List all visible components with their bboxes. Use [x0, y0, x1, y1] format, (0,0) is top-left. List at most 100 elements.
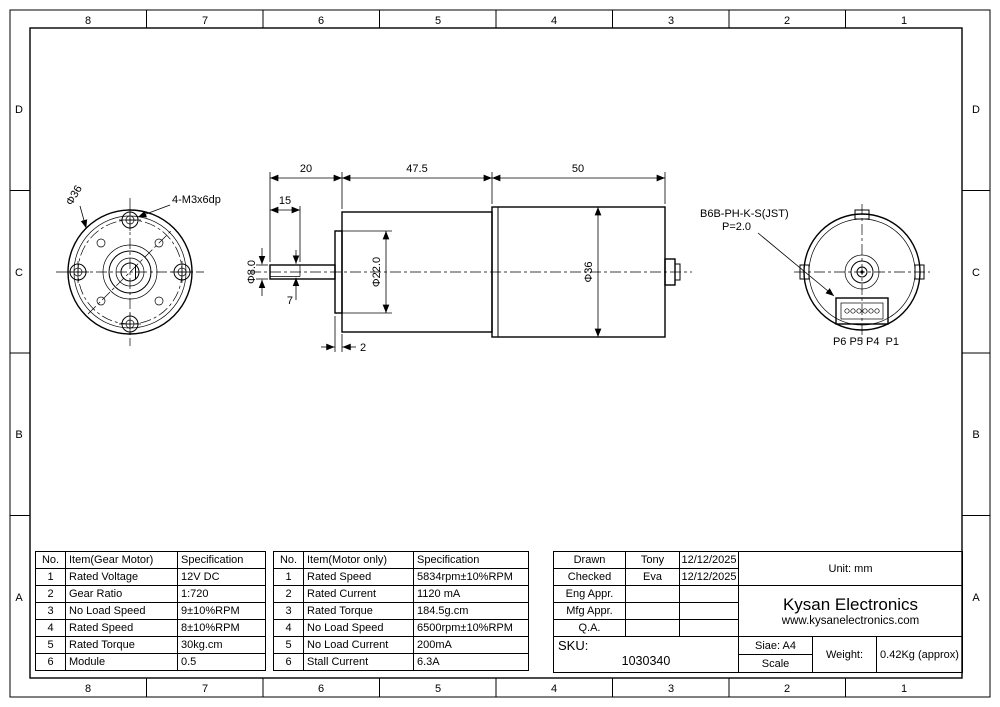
sheet-border: 8 7 6 5 4 3 2 1 8 7 6 5 4 3 2 1 D C B A …: [9, 9, 991, 698]
grid-row-label: B: [972, 429, 979, 441]
rear-terminal: [664, 258, 681, 286]
cell-no: 6: [35, 653, 66, 671]
cell-no: 4: [35, 619, 66, 637]
zone-column-labels-bottom: 8 7 6 5 4 3 2 1: [85, 683, 907, 695]
column-header: Item(Gear Motor): [65, 551, 178, 569]
approval-date: [679, 619, 739, 637]
column-header: No.: [35, 551, 66, 569]
dimension-flat-length: 15: [270, 195, 300, 214]
table-row: 6 Module 0.5: [35, 653, 266, 671]
sku-row: SKU: 1030340 Siae: A4 Weight: 0.42Kg (ap…: [553, 636, 963, 673]
table-row: 5 Rated Torque 30kg.cm: [35, 636, 266, 654]
grid-row-label: B: [15, 429, 22, 441]
jst-connector: [835, 297, 889, 325]
approval-date: 12/12/2025: [679, 568, 739, 586]
zone-ticks: [10, 10, 990, 697]
connector-callout: B6B-PH-K-S(JST) P=2.0: [700, 208, 835, 297]
sku-cell: SKU: 1030340: [553, 636, 739, 673]
grid-column-label: 2: [784, 15, 790, 27]
grid-column-label: 5: [435, 683, 441, 695]
dimension-label: Φ36: [64, 183, 85, 207]
mounting-hole: [119, 209, 141, 231]
callout-label: P=2.0: [722, 221, 751, 233]
cell-spec: 184.5g.cm: [413, 602, 529, 620]
cell-no: 3: [273, 602, 304, 620]
column-header: Specification: [177, 551, 266, 569]
approval-name: [625, 602, 680, 620]
grid-column-label: 6: [318, 683, 324, 695]
title-block: Drawn Tony 12/12/2025 Unit: mm Checked E…: [553, 551, 963, 673]
approval-row: Checked Eva 12/12/2025: [553, 568, 963, 586]
grid-column-label: 4: [551, 683, 557, 695]
table-row: 2 Gear Ratio 1:720: [35, 585, 266, 603]
cell-spec: 0.5: [177, 653, 266, 671]
connector-pin: [856, 308, 862, 314]
grid-row-label: C: [15, 267, 23, 279]
table-row: 5 No Load Current 200mA: [273, 636, 529, 654]
grid-column-label: 6: [318, 15, 324, 27]
cell-no: 5: [273, 636, 304, 654]
table-row: 1 Rated Voltage 12V DC: [35, 568, 266, 586]
company-name: Kysan Electronics: [782, 595, 919, 614]
grid-column-label: 8: [85, 15, 91, 27]
dimension-label: 20: [300, 163, 312, 175]
callout-label: 4-M3x6dp: [172, 194, 221, 206]
dimension-label: Φ8.0: [246, 260, 258, 284]
size-cell: Siae: A4: [738, 636, 813, 655]
table-row: 3 Rated Torque 184.5g.cm: [273, 602, 529, 620]
weight-label-cell: Weight:: [812, 636, 877, 673]
approval-name: [625, 619, 680, 637]
dimension-label: 15: [279, 195, 291, 207]
cell-item: Rated Current: [303, 585, 414, 603]
grid-column-label: 2: [784, 683, 790, 695]
callout-label: B6B-PH-K-S(JST): [700, 208, 789, 220]
dimension-label: 50: [572, 163, 584, 175]
dimension-shaft-length: 20: [270, 163, 342, 182]
front-view: Φ36 4-M3x6dp: [56, 183, 221, 346]
rear-shaft-circle: [856, 266, 868, 278]
column-header: No.: [273, 551, 304, 569]
cell-item: Gear Ratio: [65, 585, 178, 603]
gear-motor-spec-table: No. Item(Gear Motor) Specification 1 Rat…: [35, 551, 266, 671]
grid-column-label: 4: [551, 15, 557, 27]
mounting-hole: [171, 261, 193, 283]
connector-pin: [850, 308, 856, 314]
approval-date: [679, 585, 739, 603]
cell-item: Rated Voltage: [65, 568, 178, 586]
cell-spec: 30kg.cm: [177, 636, 266, 654]
grid-row-label: D: [972, 104, 980, 116]
company-website: www.kysanelectronics.com: [781, 615, 920, 627]
dimension-label: Φ22.0: [371, 257, 383, 287]
cell-no: 2: [35, 585, 66, 603]
cell-no: 6: [273, 653, 304, 671]
grid-row-label: D: [15, 104, 23, 116]
mounting-hole: [119, 313, 141, 335]
dimension-shaft-diameter: Φ8.0: [246, 248, 266, 296]
cell-item: Stall Current: [303, 653, 414, 671]
cell-no: 1: [273, 568, 304, 586]
dimension-label: 7: [287, 295, 293, 307]
scale-row: Scale: [554, 654, 963, 673]
side-view: 20 47.5 50 15 Φ8.0 Φ22.0 Φ36: [246, 163, 692, 354]
grid-column-label: 3: [668, 683, 674, 695]
approval-date: 12/12/2025: [679, 551, 739, 569]
mounting-holes-callout: 4-M3x6dp: [137, 194, 221, 218]
center-point: [860, 270, 864, 274]
dimension-boss-diameter: Φ22.0: [371, 231, 390, 313]
approval-label: Checked: [553, 568, 626, 586]
approval-date: [679, 602, 739, 620]
grid-column-label: 7: [202, 683, 208, 695]
table-header-row: No. Item(Motor only) Specification: [273, 551, 529, 569]
dimension-body-diameter: Φ36: [583, 207, 602, 337]
approval-name: Eva: [625, 568, 680, 586]
cell-no: 2: [273, 585, 304, 603]
approval-row: Mfg Appr.: [553, 602, 963, 620]
scale-cell: Scale: [738, 654, 813, 673]
cell-no: 1: [35, 568, 66, 586]
cell-spec: 1120 mA: [413, 585, 529, 603]
extension-lines: [256, 172, 666, 352]
cell-spec: 1:720: [177, 585, 266, 603]
table-header-row: No. Item(Gear Motor) Specification: [35, 551, 266, 569]
cell-spec: 6.3A: [413, 653, 529, 671]
